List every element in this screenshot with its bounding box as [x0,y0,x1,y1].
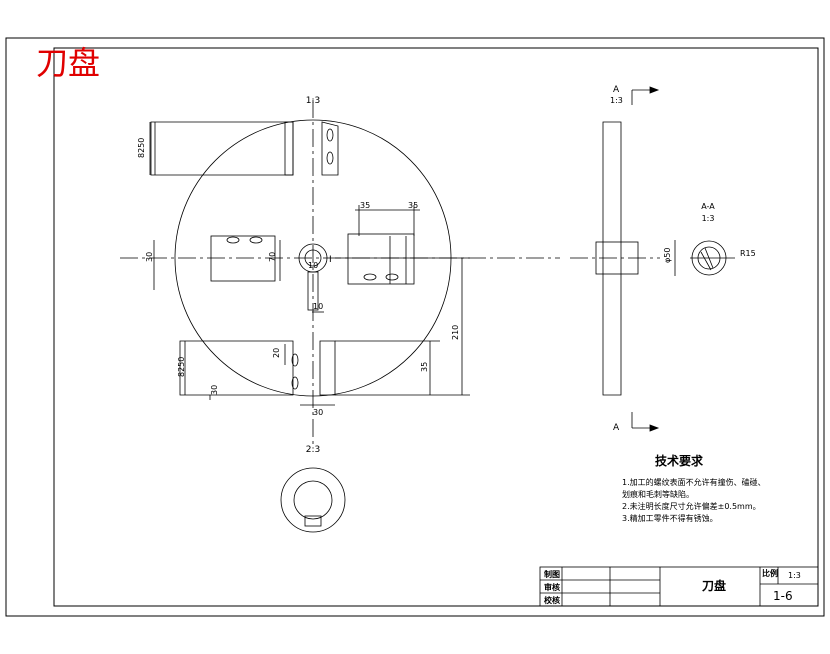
dim-r15: R15 [740,249,756,258]
tech-requirement-line-4: 3.精加工零件不得有锈蚀。 [622,513,718,523]
title-block-row2-label: 审核 [544,582,560,592]
detail-scale: 1:3 [702,214,715,223]
section-label-top: A [613,85,620,95]
disc-edge-view [602,121,622,396]
dim-30-small: 30 [210,385,219,395]
left-blade-block [210,235,276,282]
detail-view [674,240,735,276]
dim-30-bottom: 30 [313,408,323,417]
dim-I-label: I [329,255,332,265]
title-block [539,566,819,607]
side-view [570,86,660,432]
detail-label: A-A [701,202,715,211]
bottom-scale-label: 2:3 [306,445,320,455]
dim-70: 70 [268,252,277,262]
dim-20: 20 [272,348,281,358]
dim-10-bottom: 10 [313,302,323,311]
top-blade-left [150,121,294,176]
tech-requirement-line-2: 划痕和毛刺等缺陷。 [622,489,694,499]
title-block-drawing-number: 1-6 [773,589,793,603]
section-label-top-scale: 1:3 [610,96,623,105]
dim-210: 210 [451,325,460,340]
inner-border [53,47,819,607]
title-block-row1-label: 制图 [544,569,560,579]
dim-phi-50: φ50 [663,248,672,263]
main-view [120,100,560,445]
tech-requirement-line-1: 1.加工的螺纹表面不允许有撞伤、磕碰、 [622,477,766,487]
hub-inner [304,249,322,267]
dim-35-left: 35 [360,201,370,210]
dim-8250-top: 8250 [137,138,146,158]
hub-detail [280,467,346,533]
tech-requirements-title: 技术要求 [655,453,704,468]
dim-10-hub: 10 [308,261,318,270]
bottom-blade-right [319,340,336,396]
outer-border [5,37,825,617]
dim-35-vertical: 35 [420,362,429,372]
dim-8250-bottom: 8250 [177,357,186,377]
keyway-slot [307,271,319,311]
top-blade-right [321,121,339,176]
title-block-row3-label: 校核 [544,595,560,605]
right-blade-block [347,233,415,285]
title-block-scale-value: 1:3 [788,571,801,580]
bottom-blade-left [179,340,294,396]
title-block-scale-label: 比例 [762,568,778,578]
corner-title: 刀盘 [36,44,100,82]
dim-35-right: 35 [408,201,418,210]
section-label-bottom: A [613,423,620,433]
title-block-part-name: 刀盘 [702,578,726,593]
dim-30-left: 30 [145,252,154,262]
top-scale-label: 1:3 [306,96,320,106]
tech-requirement-line-3: 2.未注明长度尺寸允许偏差±0.5mm。 [622,501,761,511]
